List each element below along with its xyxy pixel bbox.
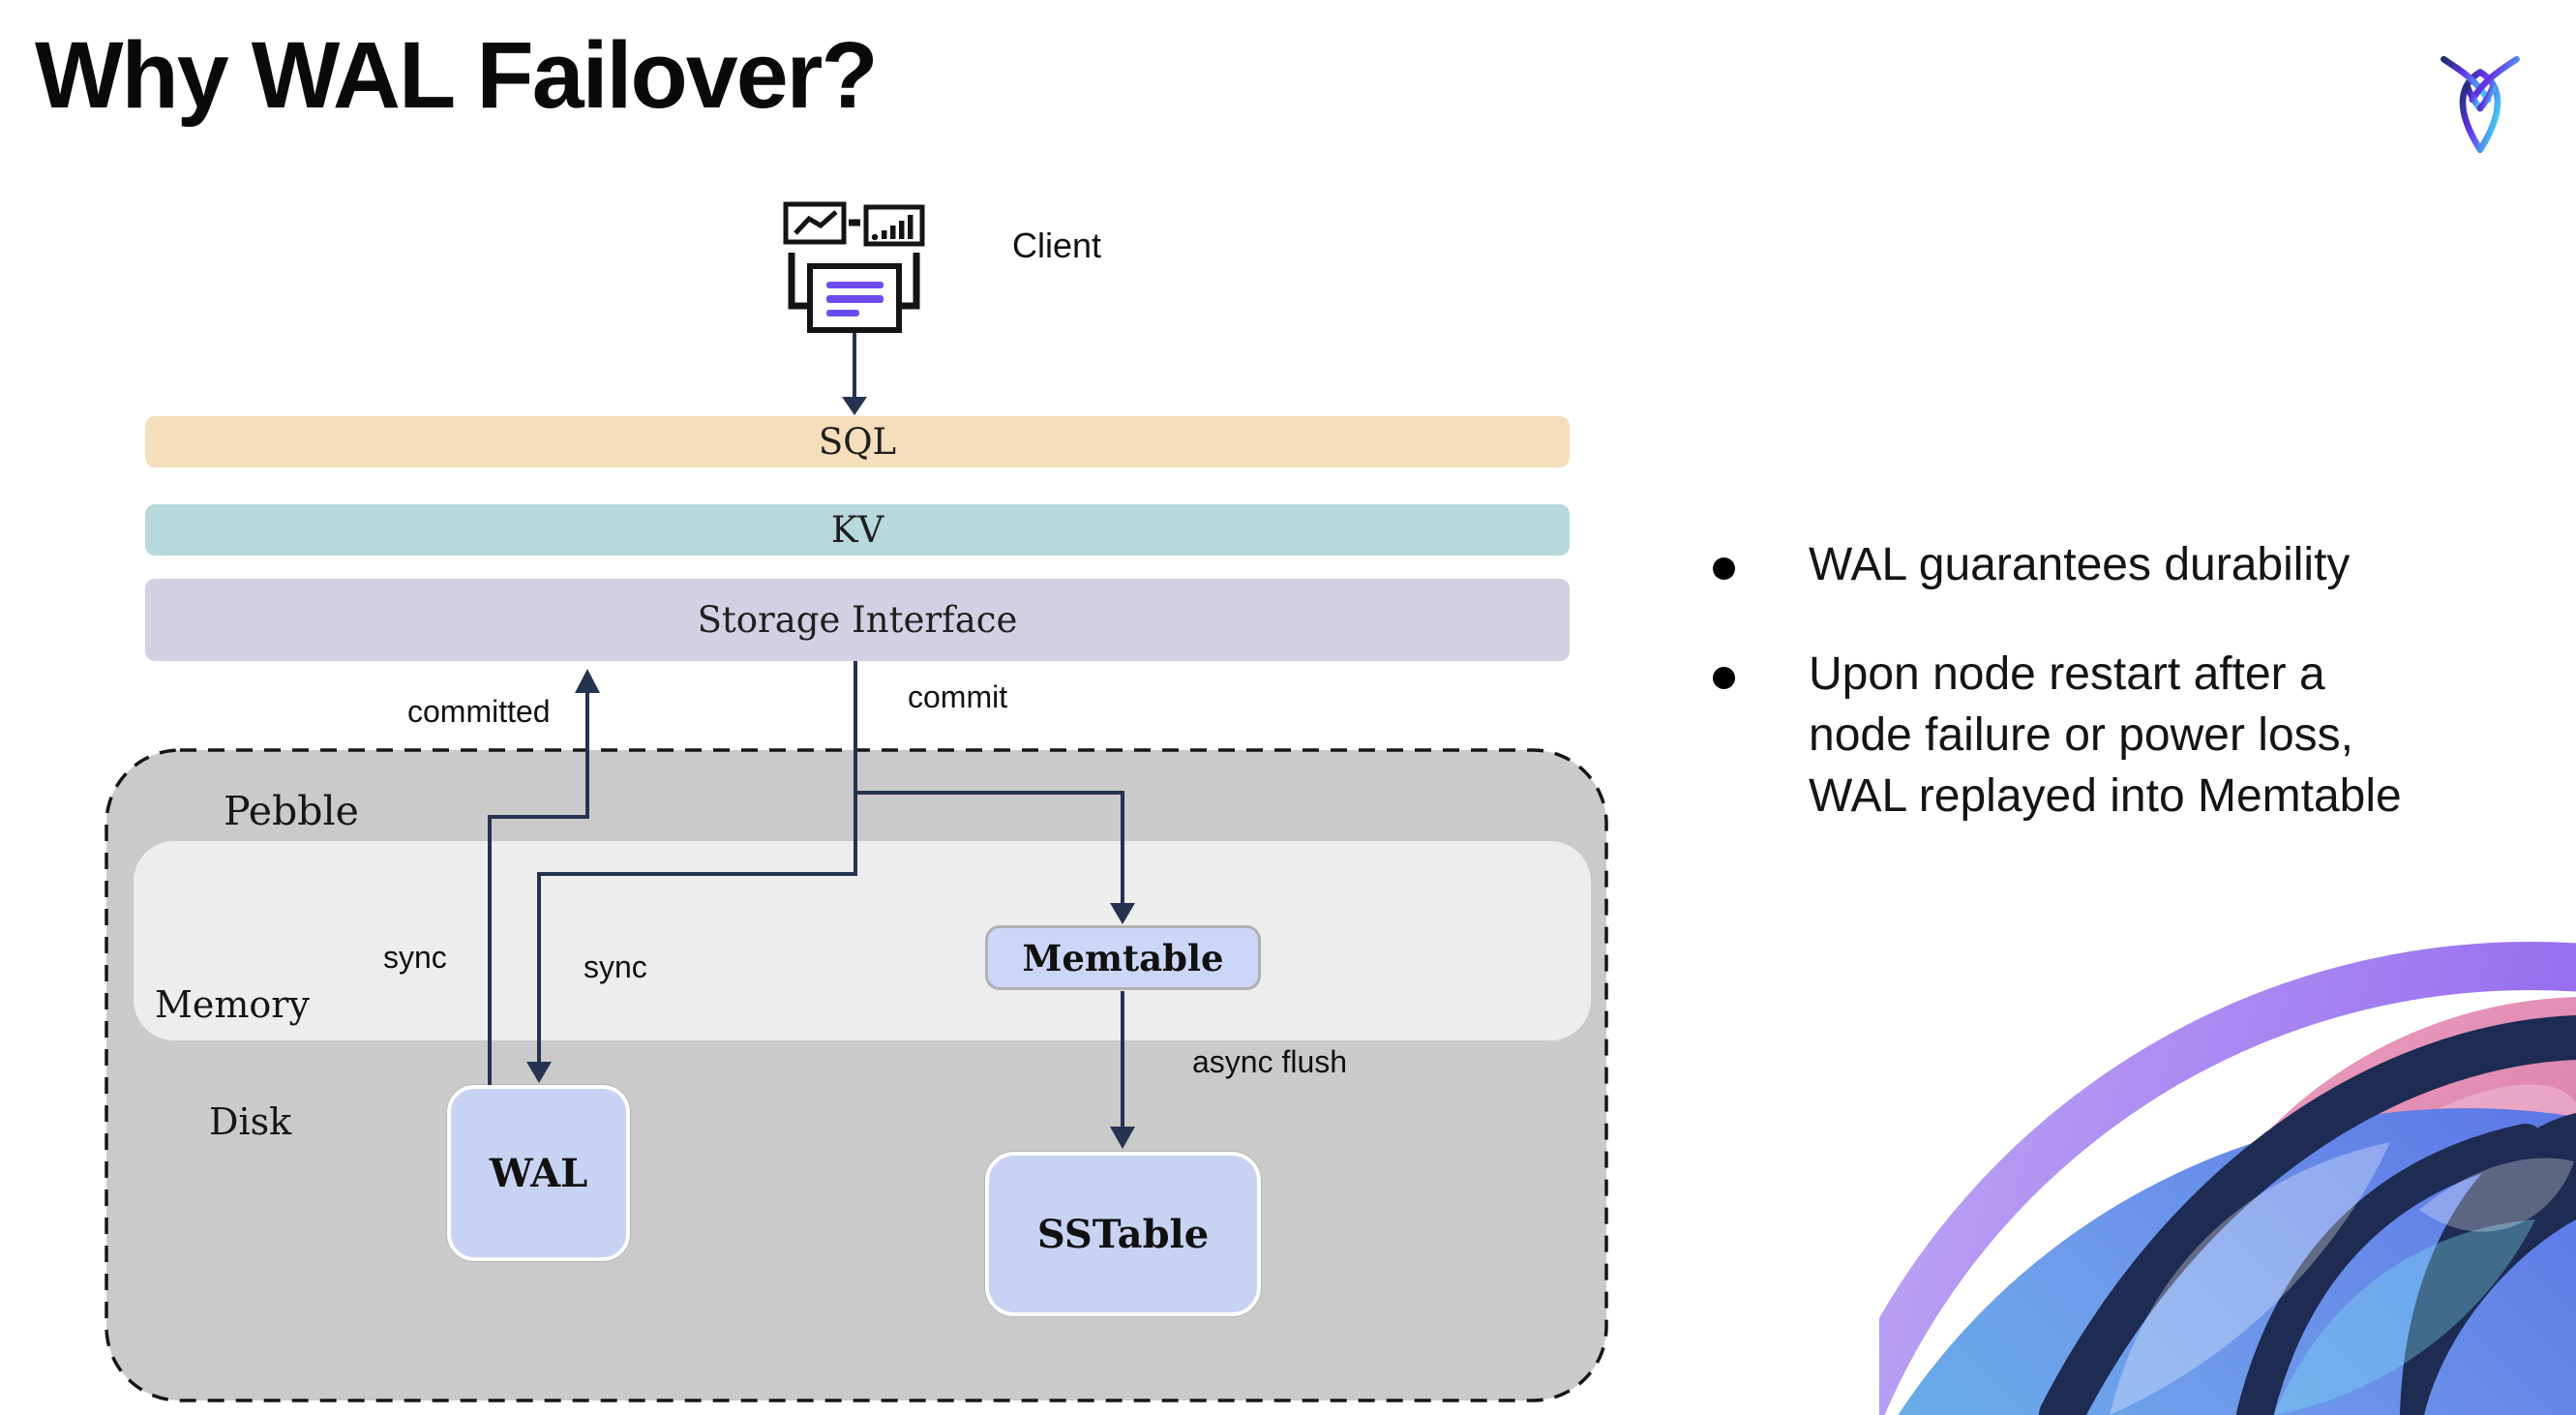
memory-strip: [134, 841, 1591, 1040]
bullet-dot: [1713, 667, 1735, 689]
sql-layer-label: SQL: [818, 421, 897, 463]
memtable-node: Memtable: [985, 925, 1261, 990]
storage-interface-bar: Storage Interface: [145, 579, 1570, 661]
sstable-node-label: SSTable: [1036, 1211, 1210, 1257]
memtable-node-label: Memtable: [1022, 936, 1224, 979]
client-label: Client: [1012, 226, 1102, 265]
sstable-node: SSTable: [985, 1152, 1261, 1316]
bullet-list: WAL guarantees durability Upon node rest…: [1713, 534, 2545, 827]
kv-layer-label: KV: [830, 509, 884, 551]
sync-left-edge-label: sync: [383, 940, 447, 975]
memory-label: Memory: [155, 983, 310, 1026]
sql-layer-bar: SQL: [145, 416, 1570, 467]
bullet-item: Upon node restart after a node failure o…: [1713, 644, 2545, 827]
committed-edge-label: committed: [407, 694, 551, 729]
bullet-dot: [1713, 557, 1735, 580]
commit-edge-label: commit: [908, 679, 1008, 714]
async-flush-edge-label: async flush: [1192, 1044, 1348, 1079]
disk-label: Disk: [209, 1100, 292, 1143]
storage-interface-label: Storage Interface: [697, 599, 1018, 641]
pebble-label: Pebble: [224, 788, 359, 834]
wal-node: WAL: [447, 1085, 630, 1261]
wal-node-label: WAL: [489, 1150, 588, 1196]
bullet-text: Upon node restart after a node failure o…: [1809, 648, 2402, 822]
sync-right-edge-label: sync: [584, 949, 647, 984]
bullet-item: WAL guarantees durability: [1713, 534, 2545, 595]
bullet-text: WAL guarantees durability: [1809, 539, 2351, 590]
kv-layer-bar: KV: [145, 504, 1570, 556]
page-title: Why WAL Failover?: [35, 22, 879, 128]
